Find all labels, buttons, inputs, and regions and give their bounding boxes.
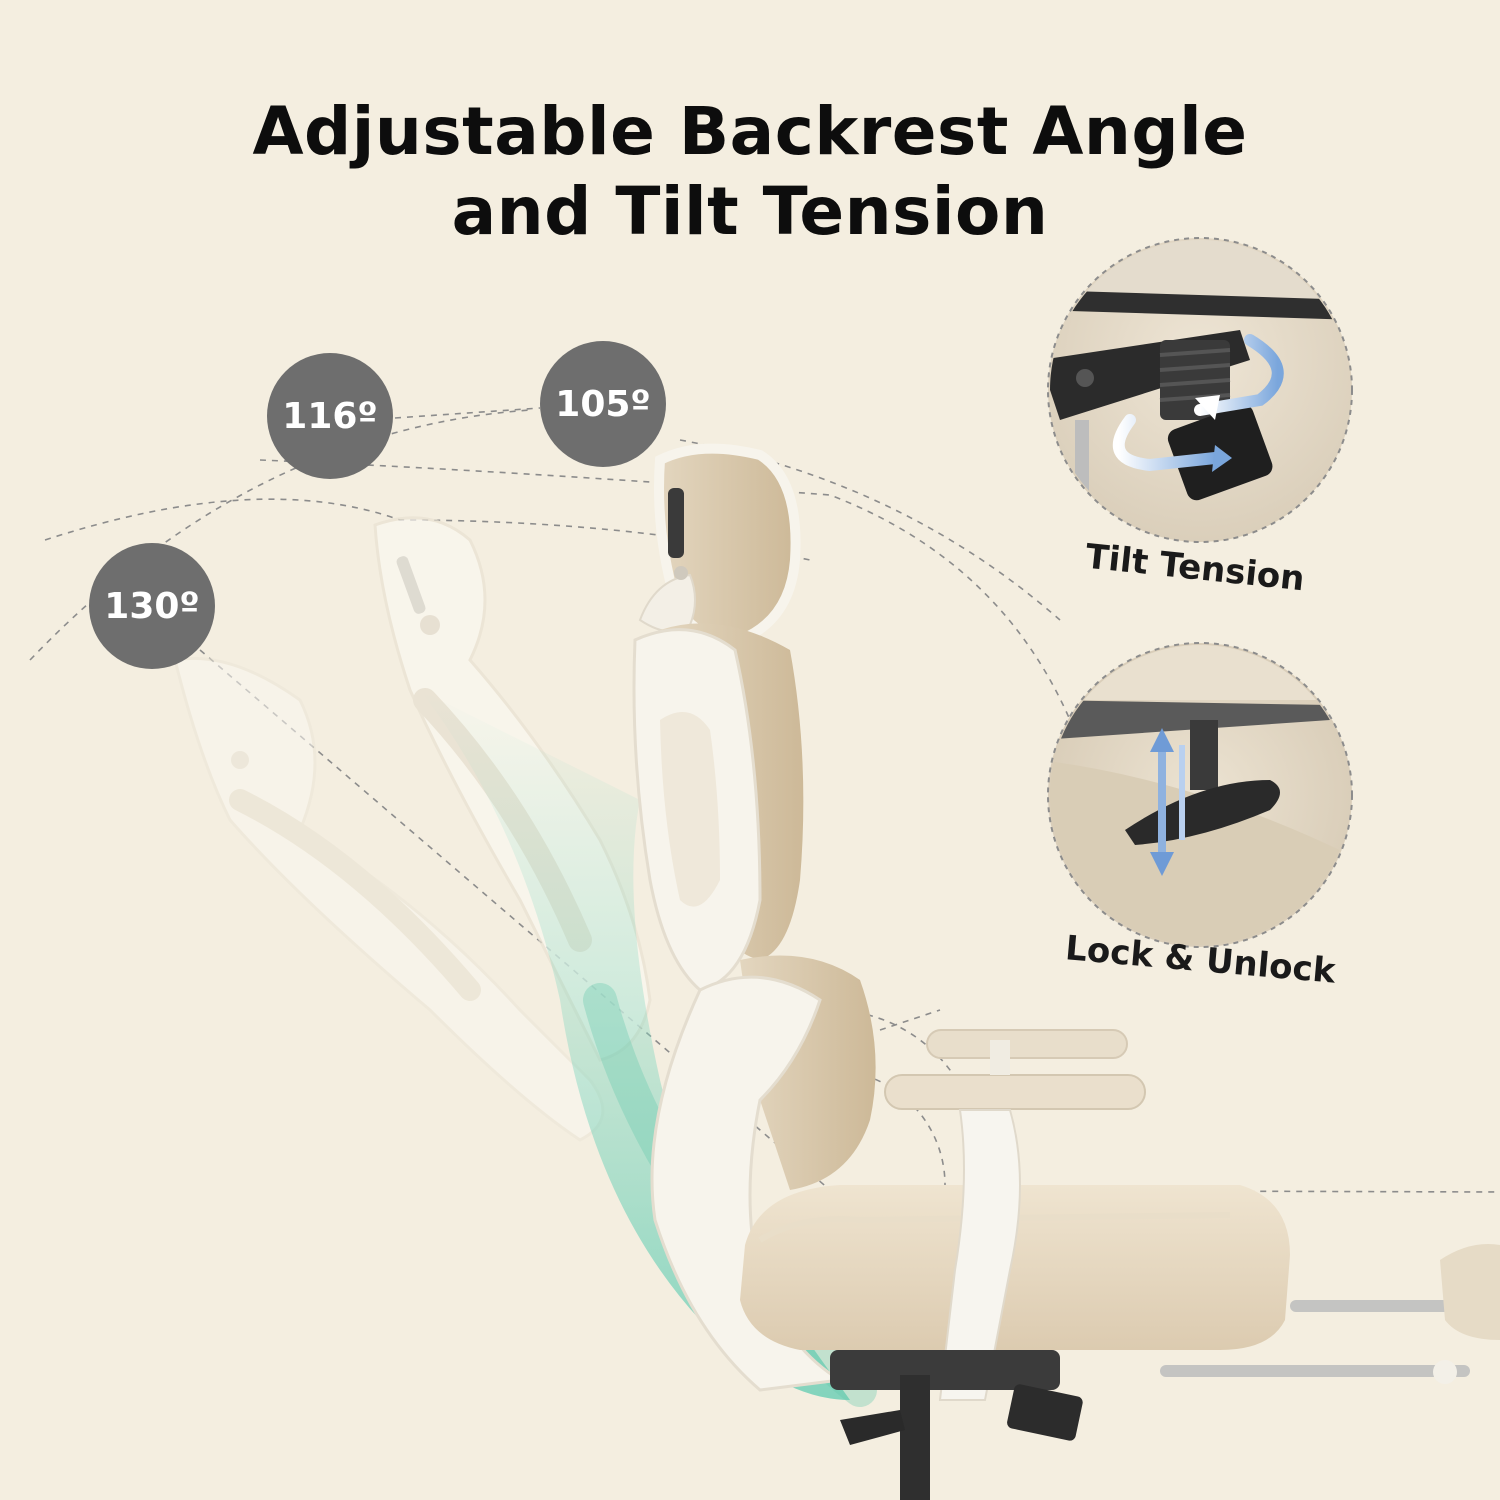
angle-label-130: 130º	[104, 585, 200, 627]
rotate-arrows-icon	[1194, 334, 1284, 416]
headline-line-1: Adjustable Backrest Angle	[252, 93, 1248, 170]
angle-badge-116: 116º	[267, 353, 393, 479]
angle-badge-105: 105º	[540, 341, 666, 467]
lock-unlock-detail	[1047, 642, 1353, 948]
main-backrest	[632, 443, 876, 1392]
angle-badge-130: 130º	[89, 543, 215, 669]
motion-trail	[420, 690, 850, 1400]
up-down-arrows-icon	[1150, 728, 1185, 876]
seat-assembly	[740, 1029, 1500, 1500]
tilt-tension-detail	[1047, 237, 1353, 543]
angle-label-105: 105º	[555, 383, 651, 425]
headline-line-2: and Tilt Tension	[451, 173, 1049, 250]
headline: Adjustable Backrest Angle and Tilt Tensi…	[0, 92, 1500, 252]
angle-label-116: 116º	[282, 395, 378, 437]
